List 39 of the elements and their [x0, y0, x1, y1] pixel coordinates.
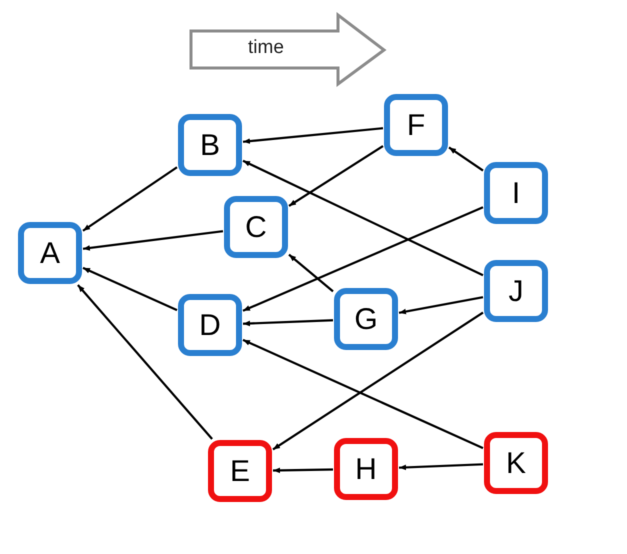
node-box [208, 440, 272, 502]
node-box [384, 94, 448, 156]
arrow [77, 284, 213, 440]
node-box [178, 114, 242, 176]
arrow [242, 127, 384, 144]
arrow [242, 206, 484, 312]
node-label: E [230, 454, 250, 490]
node-label: I [512, 176, 520, 212]
node-box [334, 438, 398, 500]
arrow [288, 254, 334, 292]
arrow [82, 266, 178, 312]
node-label: K [506, 446, 526, 482]
arrow [242, 160, 484, 276]
node-box [484, 162, 548, 224]
node-box [334, 288, 398, 350]
node-label: F [406, 108, 426, 144]
node-label: D [199, 308, 221, 344]
node-box [178, 294, 242, 356]
arrow [82, 166, 178, 232]
node-box [224, 196, 288, 258]
arrow [272, 312, 484, 450]
node-label: A [40, 236, 60, 272]
arrow [272, 468, 334, 474]
arrow [398, 463, 484, 470]
arrow [448, 146, 484, 172]
node-label: J [508, 274, 524, 310]
arrow [242, 338, 484, 450]
node-label: H [355, 452, 377, 488]
node-label: C [245, 210, 267, 246]
arrow [242, 319, 334, 326]
node-box [484, 260, 548, 322]
node-box [18, 222, 82, 284]
node-label: G [354, 302, 378, 338]
node-box [484, 432, 548, 494]
node-label: B [200, 128, 220, 164]
time-label: time [248, 38, 284, 57]
arrow [398, 296, 484, 314]
arrow [288, 145, 384, 207]
arrow [82, 230, 224, 251]
